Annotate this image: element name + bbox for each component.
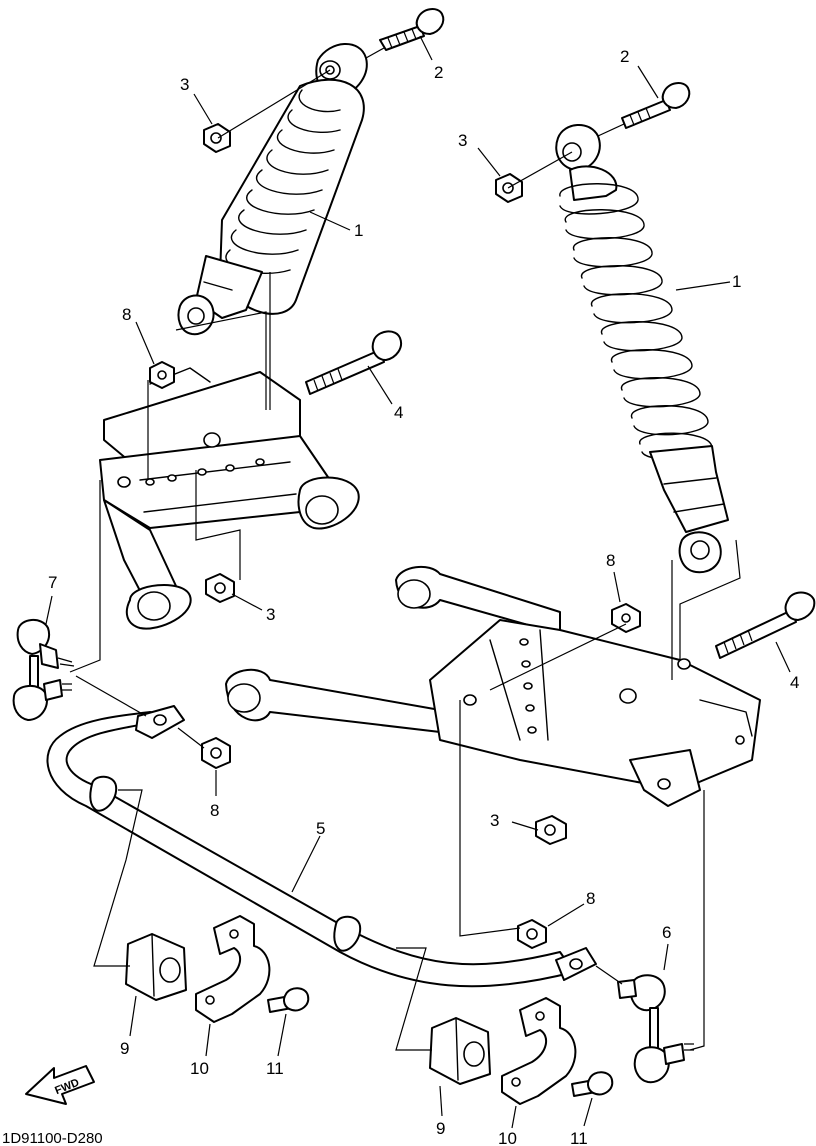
nut-8-b [201, 737, 231, 769]
bolt-11-right [571, 1071, 614, 1097]
part-number-8-c: 8 [606, 551, 615, 570]
bolt-4-left [305, 330, 402, 395]
part-number-4-left: 4 [394, 403, 403, 422]
bolt-2-left [379, 8, 445, 51]
part-number-10-right: 10 [498, 1129, 517, 1146]
nut-8-a [149, 361, 175, 389]
part-number-3-c: 3 [266, 605, 275, 624]
part-number-8-a: 8 [122, 305, 131, 324]
assembly-lines [69, 47, 741, 1051]
part-number-10-left: 10 [190, 1059, 209, 1078]
holder-10-right [501, 997, 577, 1105]
part-number-7: 7 [48, 573, 57, 592]
nut-3-a [203, 123, 231, 153]
part-number-5: 5 [316, 819, 325, 838]
diagram-code: 1D91100-D280 [2, 1130, 103, 1146]
fwd-arrow-icon: FWD [25, 1065, 95, 1105]
part-number-9-right: 9 [436, 1119, 445, 1138]
part-number-4-right: 4 [790, 673, 799, 692]
part-number-11-right: 11 [570, 1129, 588, 1146]
right-a-arm [225, 565, 761, 807]
bushing-9-right [429, 1017, 491, 1085]
part-number-2-left: 2 [434, 63, 443, 82]
part-number-3-d: 3 [490, 811, 499, 830]
part-number-1-left: 1 [354, 221, 363, 240]
part-number-6: 6 [662, 923, 671, 942]
label-leaders [45, 35, 791, 1129]
part-number-3-b: 3 [458, 131, 467, 150]
part-number-2-right: 2 [620, 47, 629, 66]
bolt-2-right [621, 82, 691, 129]
part-number-1-right: 1 [732, 272, 741, 291]
part-number-8-b: 8 [210, 801, 219, 820]
stabilizer-bar [46, 705, 597, 988]
part-number-labels: 1 1 2 2 3 3 3 3 4 4 5 6 7 8 8 8 8 9 9 10… [48, 47, 799, 1146]
stabilizer-joint-6 [617, 974, 694, 1084]
bolt-11-left [267, 987, 310, 1013]
left-knuckle-arm [99, 367, 360, 630]
right-shock-absorber [555, 124, 729, 574]
nut-3-d [535, 815, 567, 845]
bushing-9-left [125, 933, 187, 1001]
part-number-9-left: 9 [120, 1039, 129, 1058]
holder-10-left [195, 915, 271, 1023]
part-number-8-d: 8 [586, 889, 595, 908]
part-number-11-left: 11 [266, 1059, 284, 1078]
stabilizer-joint-7 [12, 619, 75, 721]
nut-3-c [205, 573, 235, 603]
left-shock-absorber [177, 43, 368, 336]
nut-8-d [517, 919, 547, 949]
part-number-3-a: 3 [180, 75, 189, 94]
nut-8-c [611, 603, 641, 633]
bolt-4-right [715, 591, 816, 659]
